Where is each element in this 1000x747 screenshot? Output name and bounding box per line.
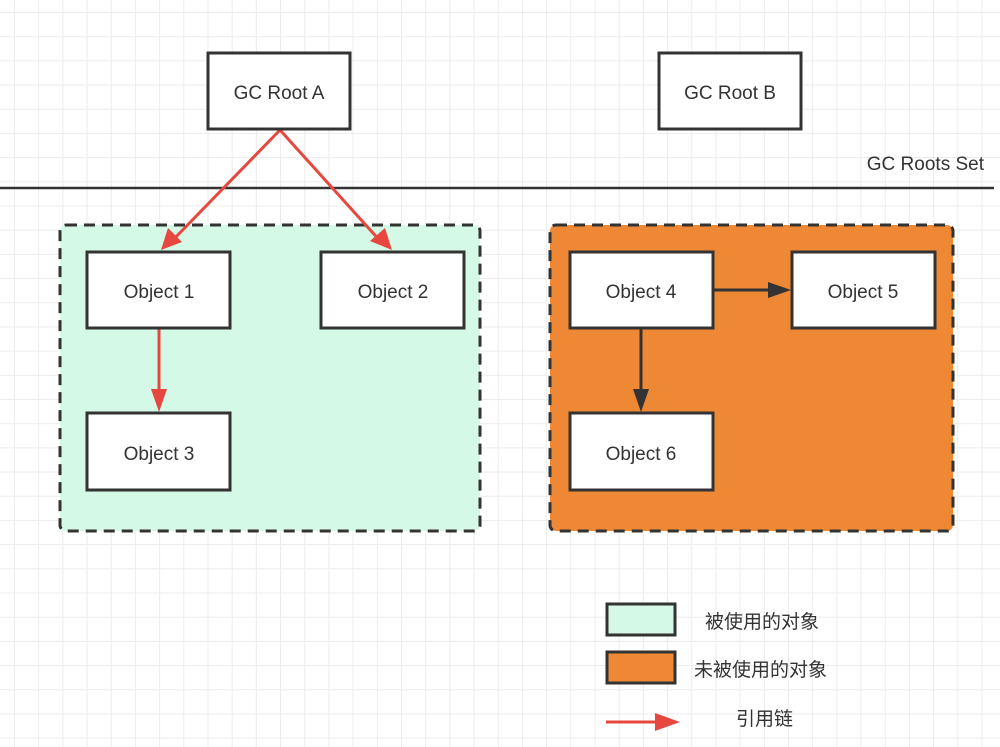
gc-root-b-label: GC Root B: [684, 83, 776, 104]
object-5-label: Object 5: [828, 282, 899, 303]
legend-label-used: 被使用的对象: [705, 611, 819, 633]
arrowhead-icon: [768, 282, 791, 298]
object-3-label: Object 3: [124, 444, 195, 465]
arrowhead-icon: [161, 228, 182, 250]
legend-label-unused: 未被使用的对象: [694, 659, 827, 681]
object-6-label: Object 6: [606, 444, 677, 465]
gc-roots-set-label: GC Roots Set: [867, 154, 985, 175]
gc-root-b-node[interactable]: GC Root B: [657, 51, 803, 131]
legend-swatch-used: [605, 602, 677, 637]
edge-root-a-to-object-2: [278, 128, 384, 245]
object-4-node[interactable]: Object 4: [568, 250, 715, 330]
object-2-node[interactable]: Object 2: [319, 250, 466, 330]
object-3-node[interactable]: Object 3: [85, 411, 232, 492]
object-1-label: Object 1: [124, 282, 195, 303]
object-1-node[interactable]: Object 1: [85, 250, 232, 330]
object-6-node[interactable]: Object 6: [568, 411, 715, 492]
legend-item-reference-chain: 引用链: [606, 708, 793, 731]
gc-root-a-label: GC Root A: [234, 83, 325, 104]
legend-item-used: 被使用的对象: [605, 602, 819, 637]
object-2-label: Object 2: [358, 282, 429, 303]
edge-root-a-to-object-1: [168, 128, 282, 245]
legend: 被使用的对象 未被使用的对象 引用链: [605, 602, 827, 731]
arrowhead-icon: [633, 389, 649, 412]
legend-item-unused: 未被使用的对象: [605, 650, 827, 685]
legend-swatch-unused: [605, 650, 677, 685]
gc-root-a-node[interactable]: GC Root A: [206, 51, 352, 131]
legend-arrowhead-icon: [655, 713, 680, 731]
legend-label-reference-chain: 引用链: [736, 708, 793, 730]
arrowhead-icon: [370, 228, 392, 250]
arrowhead-icon: [151, 389, 167, 412]
object-5-node[interactable]: Object 5: [790, 250, 937, 330]
object-4-label: Object 4: [606, 282, 677, 303]
